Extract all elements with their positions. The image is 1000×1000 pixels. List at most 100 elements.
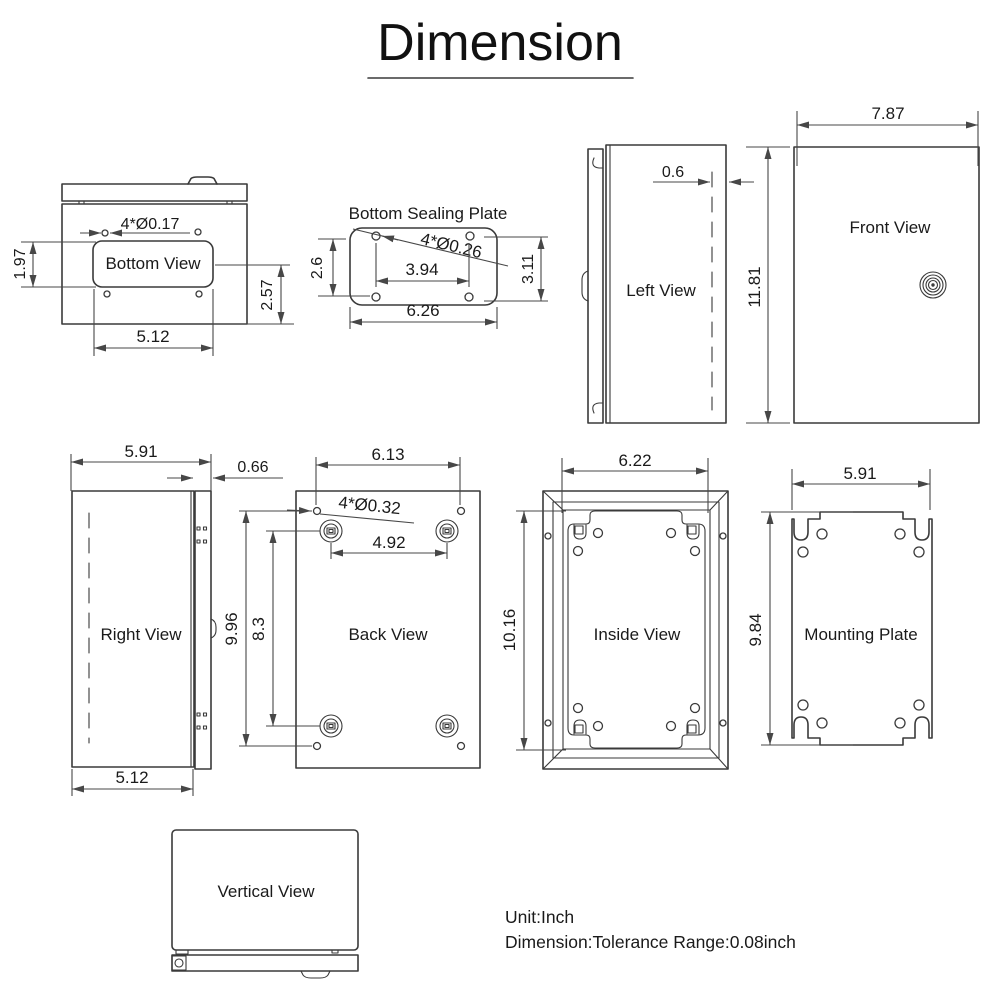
plate-hole bbox=[913, 699, 925, 711]
dim-width: 7.87 bbox=[871, 104, 904, 123]
dim-width: 6.26 bbox=[406, 301, 439, 320]
dim-door-depth: 0.66 bbox=[237, 459, 268, 476]
label-plate bbox=[92, 240, 214, 288]
latch-detail bbox=[171, 955, 187, 971]
bottom-view: Bottom View 4*Ø0.17 1.97 2.57 5.12 bbox=[12, 176, 294, 356]
bottom-bump bbox=[300, 970, 331, 979]
mounting-plate: Mounting Plate 5.91 9.84 bbox=[746, 464, 933, 746]
plate-hole bbox=[816, 717, 828, 729]
frame-corner bbox=[709, 490, 729, 511]
tolerance-note: Dimension:Tolerance Range:0.08inch bbox=[505, 932, 796, 952]
dim-offset-right: 2.57 bbox=[259, 279, 276, 310]
page-title: Dimension bbox=[377, 14, 623, 72]
view-label: Right View bbox=[101, 625, 183, 644]
lock-icon bbox=[919, 271, 947, 299]
hinge-hook-top bbox=[592, 157, 604, 169]
frame-corner bbox=[542, 490, 564, 511]
hinge-hook-bottom bbox=[592, 402, 604, 414]
plate-hole bbox=[665, 720, 677, 732]
body-outline bbox=[61, 203, 248, 325]
plate-hole bbox=[464, 292, 474, 302]
dim-holes: 4*Ø0.32 bbox=[338, 493, 402, 518]
front-view: Front View 7.87 bbox=[793, 104, 980, 424]
plate-hole bbox=[592, 527, 604, 539]
latch-bump bbox=[581, 270, 589, 302]
frame-mid bbox=[552, 501, 720, 759]
view-label: Bottom View bbox=[105, 254, 201, 273]
corner-hole bbox=[312, 741, 322, 751]
corner-hole bbox=[456, 741, 466, 751]
plate-outline bbox=[349, 227, 498, 306]
bottom-sealing-plate: Bottom Sealing Plate 4*Ø0.26 2.6 3.94 6.… bbox=[309, 204, 548, 329]
dim-door-thickness: 0.6 bbox=[662, 164, 684, 181]
mount-hole bbox=[103, 290, 111, 298]
leader-line bbox=[319, 513, 415, 524]
mount-boss bbox=[319, 519, 343, 543]
plate-slot bbox=[686, 524, 700, 540]
dim-height: 10.16 bbox=[500, 609, 519, 652]
dim-height: 3.11 bbox=[520, 254, 537, 284]
body-outline bbox=[171, 829, 359, 951]
dim-offset-left: 1.97 bbox=[12, 248, 29, 279]
plate-hole bbox=[572, 545, 584, 557]
corner-hole bbox=[312, 506, 322, 516]
left-view: Left View 0.6 11.81 bbox=[581, 144, 790, 424]
plate-outline bbox=[791, 511, 933, 746]
mount-hole bbox=[194, 228, 202, 236]
vertical-view: Vertical View bbox=[171, 829, 359, 979]
plate-hole bbox=[371, 231, 381, 241]
right-view: Right View 5.91 0.66 5.12 bbox=[70, 442, 283, 796]
leader-line bbox=[352, 228, 509, 267]
dim-width: 6.22 bbox=[618, 451, 651, 470]
view-label: Front View bbox=[850, 218, 932, 237]
plate-slot bbox=[573, 719, 587, 735]
plate-hole bbox=[913, 546, 925, 558]
plate-hole bbox=[371, 292, 381, 302]
plate-hole bbox=[894, 717, 906, 729]
mount-boss bbox=[435, 714, 459, 738]
dim-height: 9.84 bbox=[746, 613, 765, 646]
slot-square bbox=[574, 724, 584, 734]
dim-boss-span-v: 8.3 bbox=[249, 617, 268, 641]
unit-note: Unit:Inch bbox=[505, 907, 574, 927]
body-outline bbox=[605, 144, 727, 424]
mount-boss bbox=[319, 714, 343, 738]
plate-hole bbox=[465, 231, 475, 241]
frame-hole bbox=[719, 532, 727, 540]
view-label: Inside View bbox=[594, 625, 681, 644]
mount-hole bbox=[101, 229, 109, 237]
drawing-notes: Unit:Inch Dimension:Tolerance Range:0.08… bbox=[505, 907, 796, 952]
plate-hole bbox=[689, 545, 701, 557]
frame-corner bbox=[542, 748, 564, 770]
body-outline bbox=[793, 146, 980, 424]
view-label: Vertical View bbox=[217, 882, 315, 901]
plate-hole bbox=[894, 528, 906, 540]
frame-corner bbox=[709, 748, 729, 770]
frame-outer bbox=[542, 490, 729, 770]
view-label: Mounting Plate bbox=[804, 625, 917, 644]
door-edge-outline bbox=[194, 490, 212, 770]
body-outline bbox=[71, 490, 195, 768]
inside-view: Inside View 6.22 10.16 bbox=[500, 451, 729, 770]
door-edge-outline bbox=[171, 954, 359, 972]
dim-hole-spacing: 3.94 bbox=[405, 260, 438, 279]
frame-opening bbox=[562, 509, 711, 750]
dim-depth-body: 5.12 bbox=[115, 768, 148, 787]
dim-depth-total: 5.91 bbox=[124, 442, 157, 461]
plate-hole bbox=[797, 699, 809, 711]
plate-slot bbox=[686, 719, 700, 735]
dim-hole-offset: 2.6 bbox=[309, 257, 326, 279]
dim-holes: 4*Ø0.17 bbox=[121, 216, 180, 233]
slot-square bbox=[574, 525, 584, 535]
dim-hole-span-v: 9.96 bbox=[222, 612, 241, 645]
plate-hole bbox=[797, 546, 809, 558]
corner-hole bbox=[456, 506, 466, 516]
back-view: Back View 6.13 4*Ø0.32 4.92 9.96 8.3 bbox=[222, 445, 481, 769]
dim-height: 11.81 bbox=[745, 266, 764, 307]
slot-square bbox=[687, 525, 697, 535]
slot-square bbox=[687, 724, 697, 734]
plate-hole bbox=[592, 720, 604, 732]
dim-width: 5.12 bbox=[136, 327, 169, 346]
drawing-title: Dimension bbox=[367, 14, 634, 79]
